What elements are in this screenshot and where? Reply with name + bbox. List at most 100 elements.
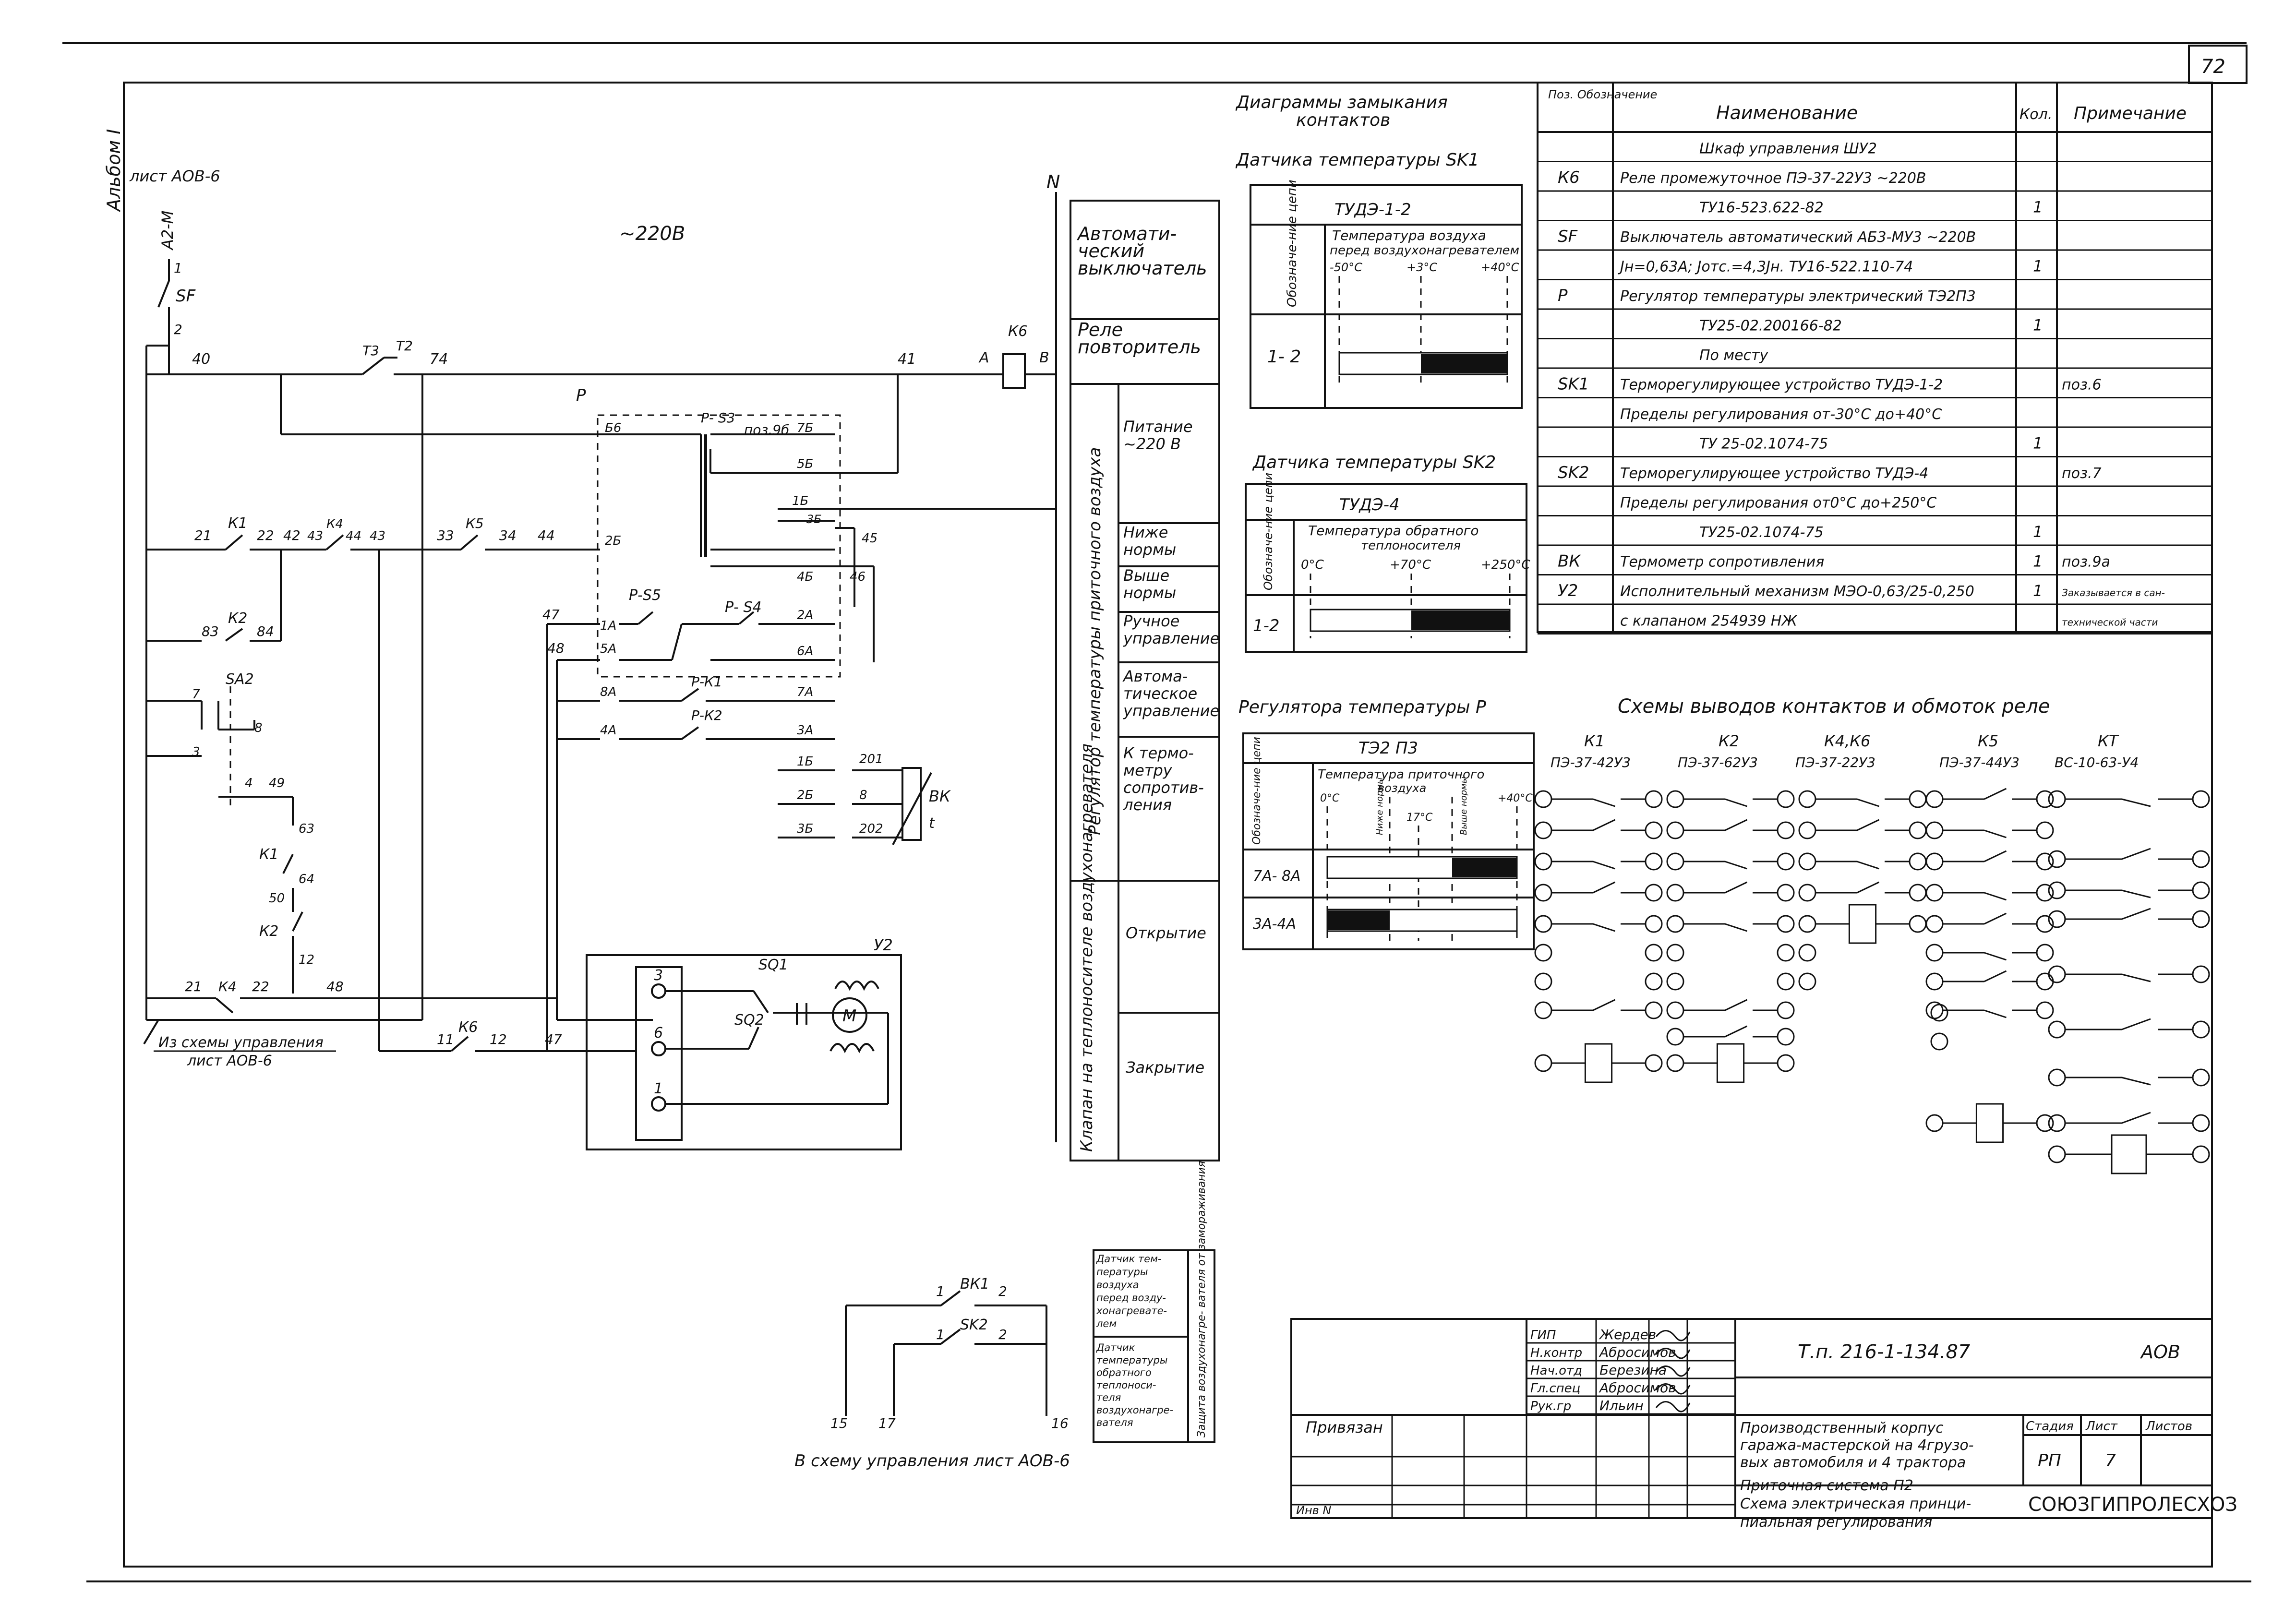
wire-40: 40 (192, 351, 210, 368)
relay-pin (1909, 790, 1927, 808)
protection-row-0: Датчик тем- (1096, 1253, 1162, 1265)
relay-blade (1724, 881, 1748, 894)
relay-pin (1777, 790, 1795, 808)
wire-41: 41 (898, 351, 916, 368)
relay-blade (2121, 973, 2151, 982)
relay-pin (1666, 821, 1684, 839)
function-table: Автомати-ческийвыключательРелеповторител… (1070, 200, 1220, 1161)
relay-blade (1593, 861, 1615, 870)
spec-row-qty-10: 1 (2033, 434, 2043, 453)
contact-k1-b: К1 (259, 846, 278, 863)
wire-15: 15 (830, 1415, 848, 1431)
p-tick-17: 17°С (1406, 812, 1433, 824)
relay-blade (1983, 970, 2007, 982)
term-1a: 1А (600, 619, 616, 633)
relay-pin (1925, 915, 1944, 933)
relay-blade (1724, 1025, 1748, 1038)
sk1-hdr2: перед воздухонагревателем (1330, 243, 1519, 258)
spec-row-pos-1: К6 (1558, 168, 1580, 187)
protection-row-5: лем (1096, 1318, 1117, 1329)
sheet-frame: 72 Альбом I (62, 42, 2251, 1582)
relay-pin (1534, 852, 1552, 871)
spec-hdr-name: Наименование (1716, 102, 1858, 123)
wire-64: 64 (299, 872, 314, 886)
function-row-1-line-0: Реле (1078, 319, 1123, 340)
function-row-4-line-1: нормы (1123, 584, 1176, 602)
relay-pin (1798, 821, 1816, 839)
stamp-role-0: ГИП (1530, 1328, 1556, 1342)
signature-2 (1655, 1365, 1691, 1377)
relay-coil (1848, 904, 1877, 944)
wire-4: 4 (245, 776, 253, 790)
relay-pin (2192, 881, 2210, 899)
relays-title: Схемы выводов контактов и обмоток реле (1618, 695, 2050, 718)
wire-42: 42 (283, 527, 301, 543)
drawing-title-lines: Производственный корпусгаража-мастерской… (1740, 1420, 1974, 1531)
thermometer-t: t (929, 815, 935, 832)
relay-pin (1666, 944, 1684, 962)
spec-row-name-3: Выключатель автоматический АБ3-МУ3 ~220В (1620, 229, 1976, 246)
sheets-hdr: Листов (2145, 1419, 2192, 1434)
spec-row-pos-8: SK1 (1558, 375, 1589, 394)
relay-blade (1984, 829, 2007, 838)
sk1-bars-closed-0 (1421, 354, 1507, 373)
relay-coil (1584, 1043, 1613, 1083)
contact-p-s3: Р- S3 (701, 410, 735, 426)
relay-pin (1798, 852, 1816, 871)
spec-row-pos-14: ВК (1558, 552, 1581, 571)
terminal-strip (635, 966, 683, 1141)
spec-row-name-11: Терморегулирующее устройство ТУДЭ-4 (1620, 465, 1928, 482)
contact-k1: К1 (228, 515, 247, 532)
relay-blade (1984, 1009, 2007, 1018)
relay-pin (2036, 1001, 2054, 1019)
relay-pin (1645, 852, 1663, 871)
relay-kt-type: ВС-10-63-У4 (2055, 754, 2139, 770)
relay-pin (1534, 884, 1552, 902)
relay-kt-name: КТ (2098, 732, 2119, 750)
sk1-title: Датчика температуры SK1 (1235, 150, 1479, 170)
wire-2: 2 (174, 322, 182, 337)
relay-coil (1716, 1043, 1745, 1083)
p-bars-closed-0 (1452, 858, 1517, 877)
relay-blade (1593, 923, 1615, 932)
group-regulator: Регулятор температуры приточного воздуха (1085, 447, 1105, 835)
stamp-name-1: Абросимов (1599, 1344, 1676, 1360)
relay-blade (2121, 1077, 2151, 1086)
term-36: 3Б (797, 822, 813, 836)
relay-pin (2048, 965, 2066, 983)
sk1-hdr1: Температура воздуха (1332, 227, 1486, 243)
spec-row-name-4: Jн=0,63А; Jотс.=4,3Jн. ТУ16-522.110-74 (1618, 259, 1913, 275)
from-control-line1: Из схемы управления (158, 1034, 324, 1051)
relay-pin (1645, 972, 1663, 991)
relay-pin (1798, 790, 1816, 808)
wire-202: 202 (859, 822, 883, 836)
relay-pin (1909, 852, 1927, 871)
spec-row-pos-11: SK2 (1558, 463, 1589, 482)
relay-pin (1666, 1001, 1684, 1019)
sk2-table (1245, 483, 1527, 653)
sheet-hdr: Лист (2085, 1419, 2118, 1434)
spec-row-note-16: технической части (2062, 617, 2158, 628)
relay-pin (1777, 1054, 1795, 1072)
stamp-name-2: Березина (1599, 1362, 1667, 1378)
function-row-0-line-2: выключатель (1078, 258, 1207, 279)
relay-pin (1534, 790, 1552, 808)
function-row-5-line-0: Ручное (1123, 612, 1179, 630)
contact-k4-b: К4 (218, 979, 237, 994)
wire-22: 22 (257, 527, 274, 543)
relay-pin (1777, 821, 1795, 839)
term-45: 45 (862, 531, 878, 546)
privyazan-label: Привязан (1306, 1418, 1383, 1436)
relay-pin (1666, 790, 1684, 808)
relay-contact-art (1534, 788, 2210, 1174)
spec-row-name-9: Пределы регулирования от-30°С до+40°С (1620, 406, 1942, 423)
sk2-bars-closed-0 (1411, 610, 1510, 630)
actuator-y2-box (586, 954, 902, 1150)
relay-pin (1777, 1001, 1795, 1019)
relay-blade (1857, 798, 1879, 807)
wire-34: 34 (499, 527, 517, 543)
voltage-label: ~220В (619, 223, 685, 245)
